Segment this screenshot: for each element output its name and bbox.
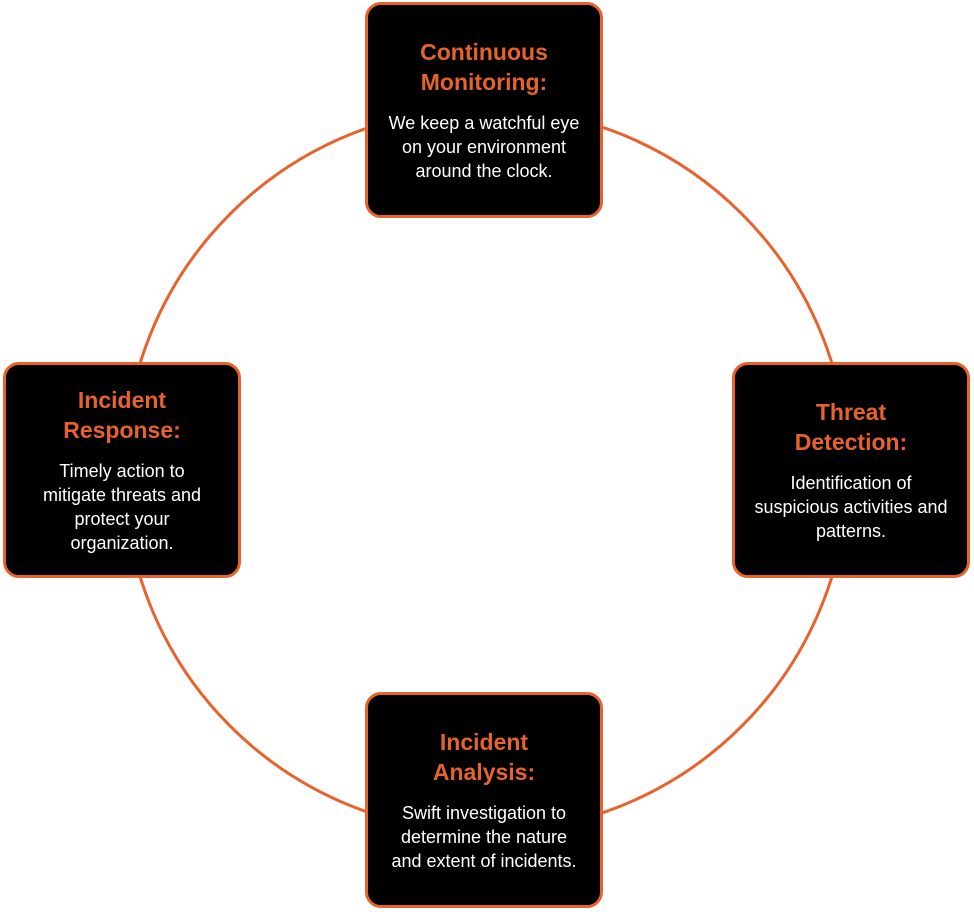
card-text-incident-response: Timely action to mitigate threats and pr…: [42, 461, 202, 553]
card-text-incident-analysis: Swift investigation to determine the nat…: [391, 803, 577, 871]
card-text-continuous-monitoring: We keep a watchful eye on your environme…: [388, 113, 580, 181]
card-title-continuous-monitoring: Continuous Monitoring:: [420, 39, 548, 95]
card-title-threat-detection: Threat Detection:: [794, 399, 908, 455]
card-threat-detection: Threat Detection: Identification of susp…: [732, 362, 970, 578]
card-incident-analysis: Incident Analysis: Swift investigation t…: [365, 692, 603, 908]
card-continuous-monitoring: Continuous Monitoring: We keep a watchfu…: [365, 2, 603, 218]
card-incident-response: Incident Response: Timely action to miti…: [3, 362, 241, 578]
card-title-incident-analysis: Incident Analysis:: [432, 729, 536, 785]
card-title-incident-response: Incident Response:: [63, 387, 181, 443]
card-text-threat-detection: Identification of suspicious activities …: [754, 473, 948, 541]
